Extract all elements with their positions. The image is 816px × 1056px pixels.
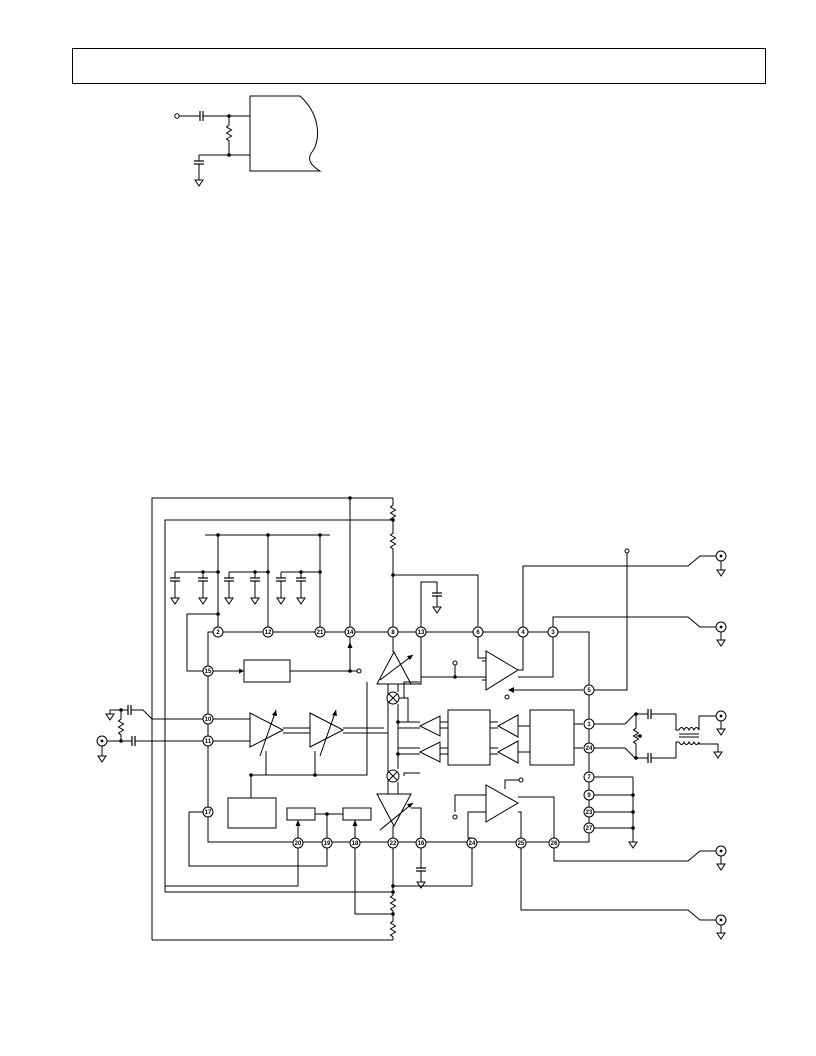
- svg-text:19: 19: [324, 841, 331, 847]
- pin-22: 22: [387, 837, 399, 849]
- svg-text:7: 7: [587, 775, 591, 781]
- pin-3: 3: [547, 626, 559, 638]
- svg-text:24: 24: [586, 746, 593, 752]
- svg-text:13: 13: [418, 630, 425, 636]
- pin-6: 6: [472, 626, 484, 638]
- svg-text:6: 6: [476, 630, 480, 636]
- svg-text:22: 22: [390, 841, 397, 847]
- pin-20: 20: [292, 837, 304, 849]
- svg-text:18: 18: [352, 841, 359, 847]
- svg-text:1: 1: [587, 722, 591, 728]
- svg-text:14: 14: [347, 630, 354, 636]
- pin-8: 8: [387, 626, 399, 638]
- pin-13: 13: [415, 626, 427, 638]
- pin-27: 27: [583, 822, 595, 834]
- pin-21: 21: [314, 626, 326, 638]
- svg-text:15: 15: [205, 669, 212, 675]
- pin-9: 9: [583, 789, 595, 801]
- pin-25: 25: [515, 837, 527, 849]
- pin-11: 11: [202, 735, 214, 747]
- svg-text:12: 12: [265, 630, 272, 636]
- pin-18: 18: [349, 837, 361, 849]
- svg-text:4: 4: [521, 630, 525, 636]
- svg-text:16: 16: [418, 841, 425, 847]
- svg-text:8: 8: [391, 630, 395, 636]
- svg-text:11: 11: [205, 739, 212, 745]
- pin-19: 19: [321, 837, 333, 849]
- pin-5: 5: [583, 684, 595, 696]
- pin-14: 14: [344, 626, 356, 638]
- svg-text:5: 5: [587, 688, 591, 694]
- svg-text:27: 27: [586, 826, 593, 832]
- svg-text:26: 26: [551, 841, 558, 847]
- pin-labels: 2 12 21 14 8 13 6 4 3 15 10 11 17 5 1 24…: [202, 626, 595, 849]
- pin-15: 15: [202, 665, 214, 677]
- pin-23: 23: [583, 806, 595, 818]
- pin-16: 16: [415, 837, 427, 849]
- pin-24-lo: 24: [583, 742, 595, 754]
- svg-text:25: 25: [518, 841, 525, 847]
- pin-17: 17: [202, 806, 214, 818]
- svg-text:21: 21: [317, 630, 324, 636]
- block-diagram: [96, 496, 727, 941]
- svg-text:20: 20: [295, 841, 302, 847]
- pin-10: 10: [202, 713, 214, 725]
- svg-text:10: 10: [205, 717, 212, 723]
- pin-1: 1: [583, 718, 595, 730]
- input-coupling-diagram: [174, 95, 322, 187]
- svg-text:17: 17: [205, 810, 212, 816]
- pin-7: 7: [583, 771, 595, 783]
- svg-text:3: 3: [551, 630, 555, 636]
- pin-24-out: 24: [466, 837, 478, 849]
- pin-2: 2: [212, 626, 224, 638]
- svg-text:9: 9: [587, 793, 591, 799]
- svg-text:24: 24: [469, 841, 476, 847]
- svg-text:23: 23: [586, 810, 593, 816]
- pin-26: 26: [548, 837, 560, 849]
- pin-4: 4: [517, 626, 529, 638]
- svg-text:2: 2: [216, 630, 220, 636]
- header-box: [72, 48, 766, 84]
- pin-12: 12: [262, 626, 274, 638]
